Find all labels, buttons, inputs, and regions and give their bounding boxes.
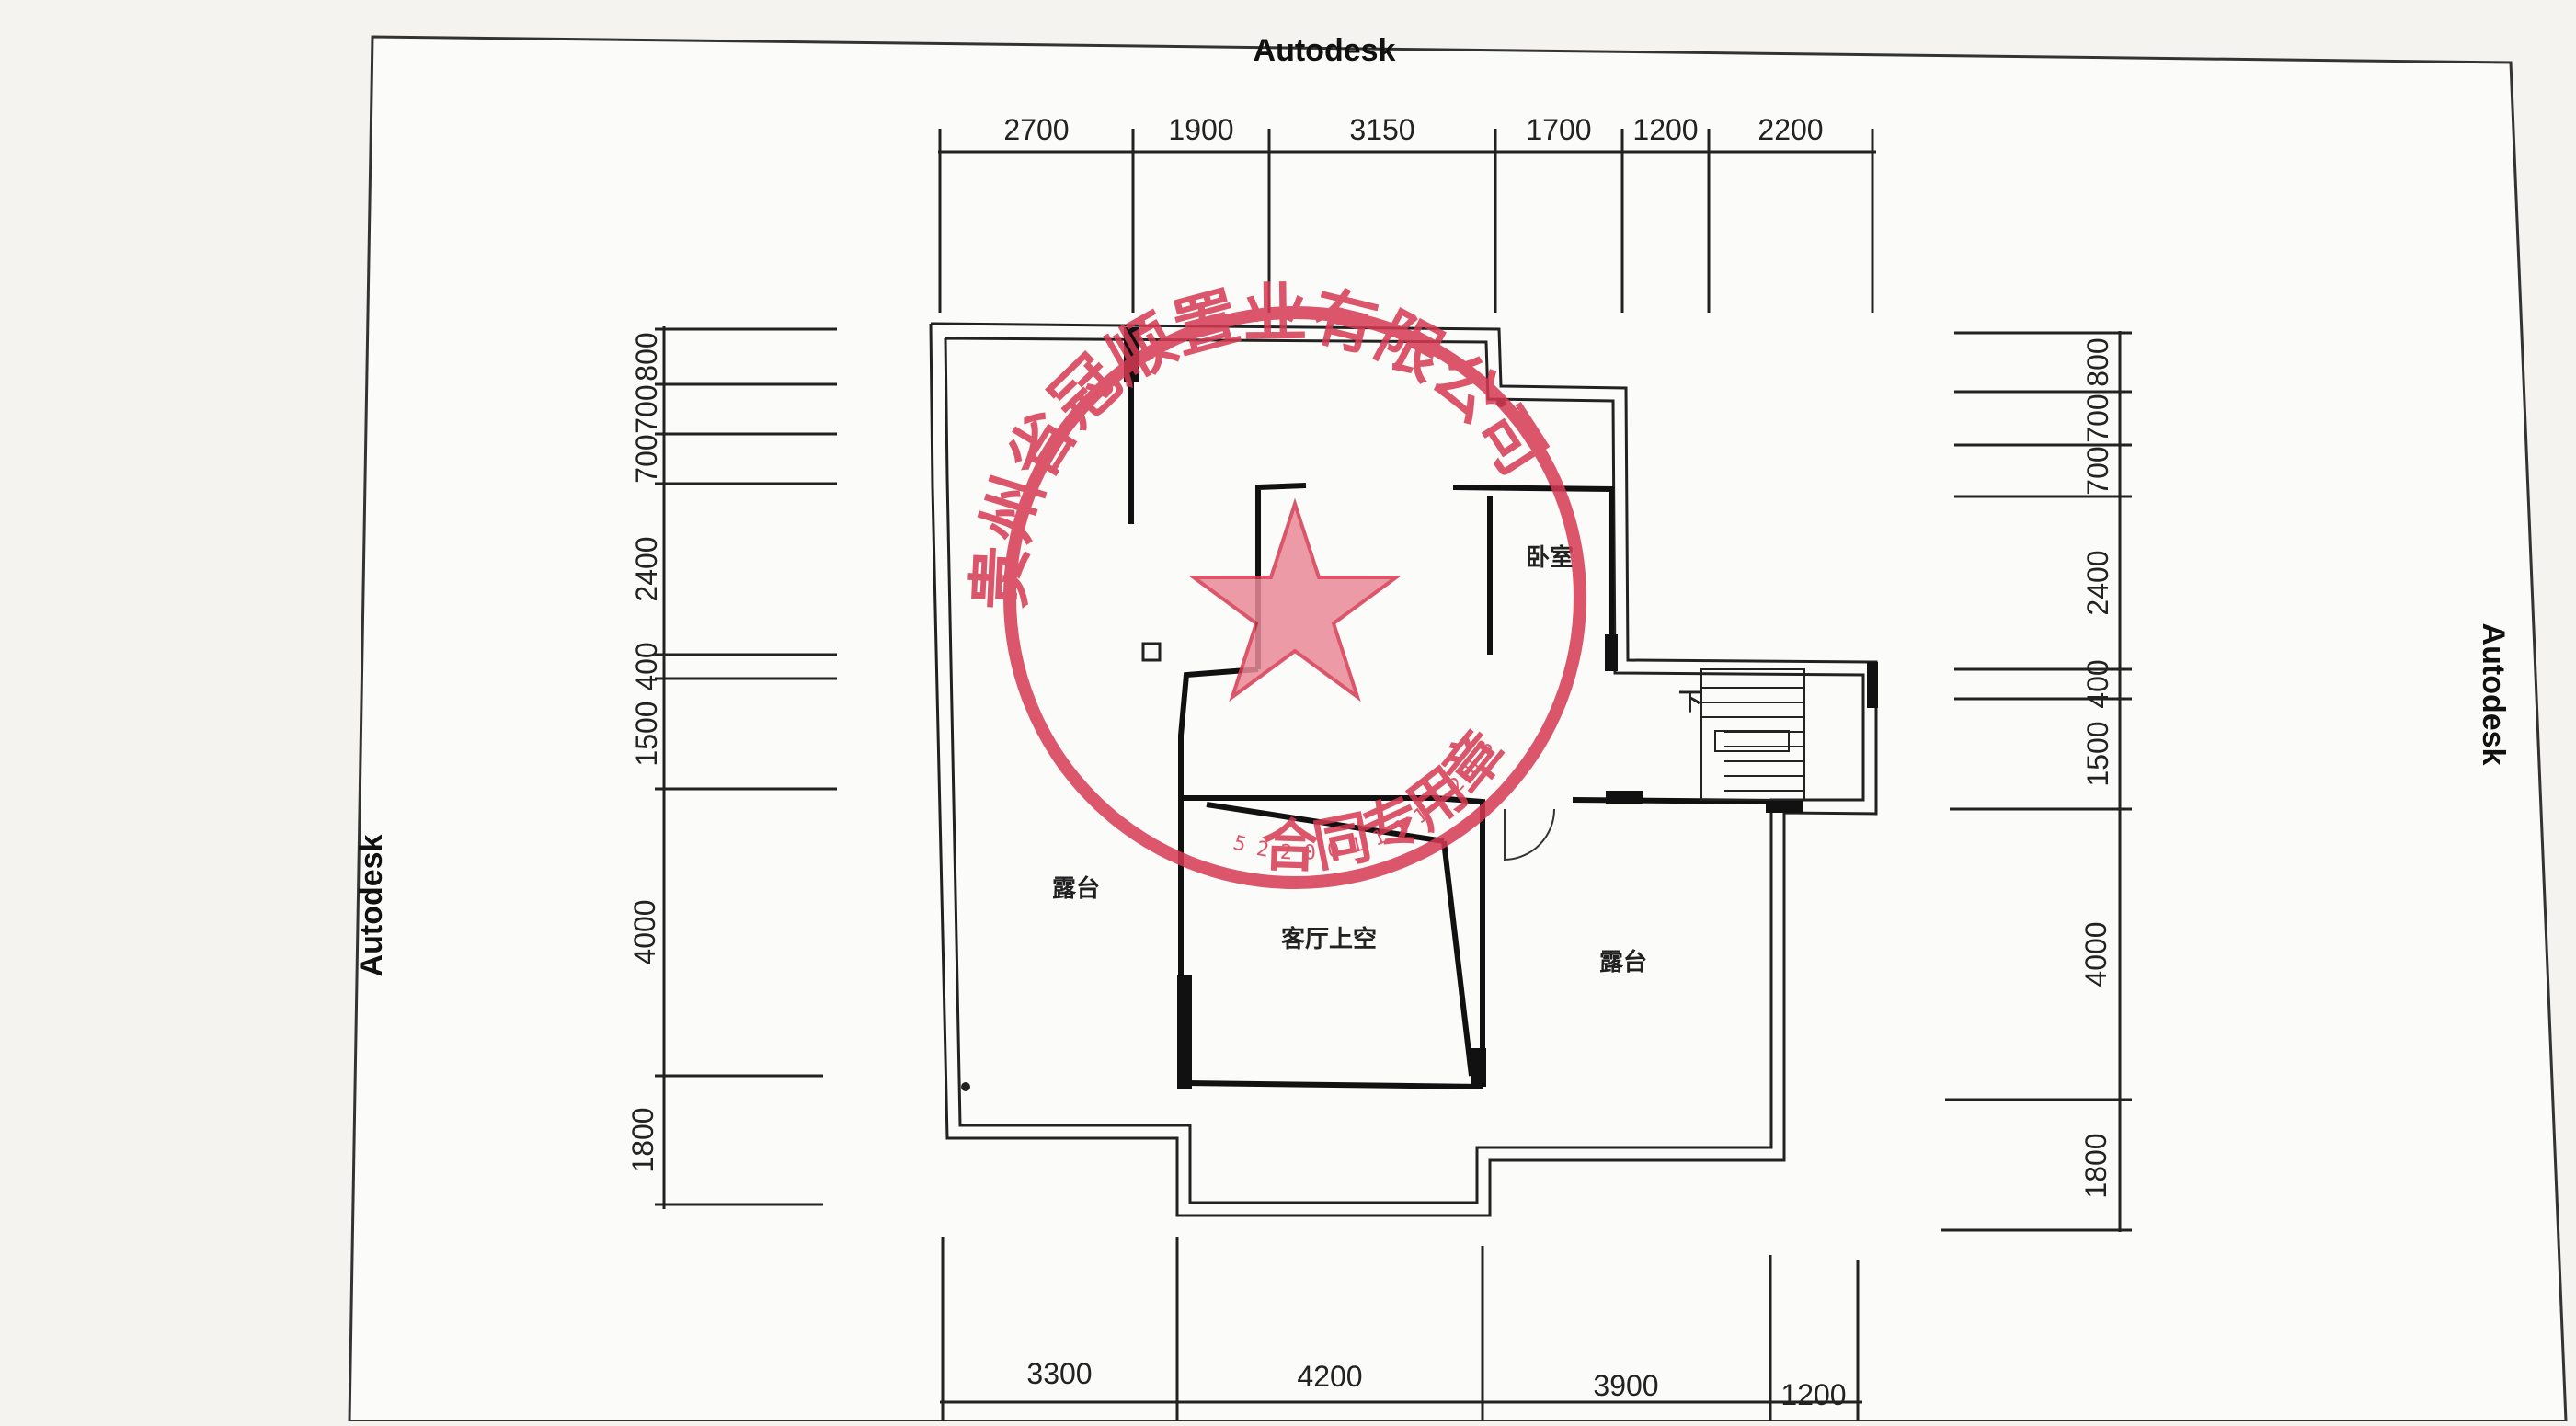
marker-square — [1141, 642, 1162, 662]
room-label-small-room: 卧室 — [1526, 543, 1574, 571]
dim-top-1: 2700 — [1003, 113, 1069, 146]
dim-left-4: 2400 — [630, 536, 663, 601]
door-swing — [1504, 808, 1555, 861]
seal-ring — [1003, 306, 1586, 889]
dim-right-2: 700 — [2081, 394, 2114, 442]
autodesk-watermark-left: Autodesk — [354, 834, 389, 976]
autodesk-watermark-top: Autodesk — [1254, 33, 1396, 68]
dim-left-7: 4000 — [628, 899, 661, 964]
staircase — [1700, 668, 1805, 801]
dim-right-7: 4000 — [2079, 921, 2112, 987]
dim-bottom-3: 3900 — [1593, 1369, 1658, 1402]
dim-left-2: 700 — [630, 384, 663, 433]
dim-left-6: 1500 — [630, 701, 663, 766]
dim-right-4: 2400 — [2081, 550, 2114, 615]
autodesk-watermark-right: Autodesk — [2476, 623, 2511, 766]
dim-left-8: 1800 — [626, 1107, 659, 1172]
room-label-terrace-right: 露台 — [1599, 948, 1647, 975]
dim-bottom-1: 3300 — [1026, 1357, 1092, 1390]
dim-right-3: 700 — [2081, 446, 2114, 495]
dim-right-6: 1500 — [2081, 721, 2114, 786]
stair-down-label: 下 — [1678, 688, 1702, 715]
parapet-outline — [929, 322, 1878, 1217]
structural-columns — [1124, 327, 1878, 1089]
dim-right-8: 1800 — [2079, 1133, 2112, 1198]
dim-top-4: 1700 — [1526, 113, 1591, 146]
room-label-living-void: 客厅上空 — [1281, 925, 1377, 953]
dim-right-5: 400 — [2081, 659, 2114, 708]
dim-bottom-4: 1200 — [1780, 1378, 1846, 1411]
dim-top-2: 1900 — [1168, 113, 1233, 146]
dim-right-1: 800 — [2081, 337, 2114, 386]
dimension-lines — [655, 129, 2132, 1421]
room-label-terrace-left: 露台 — [1052, 874, 1100, 902]
dim-top-5: 1200 — [1632, 113, 1698, 146]
dim-bottom-2: 4200 — [1297, 1360, 1362, 1393]
drain-point — [961, 1082, 970, 1091]
dim-top-3: 3150 — [1349, 113, 1414, 146]
seal-star-icon — [1187, 497, 1402, 702]
dim-left-1: 800 — [630, 332, 663, 381]
dim-top-6: 2200 — [1757, 113, 1823, 146]
dim-left-3: 700 — [630, 434, 663, 483]
dim-left-5: 400 — [630, 642, 663, 690]
